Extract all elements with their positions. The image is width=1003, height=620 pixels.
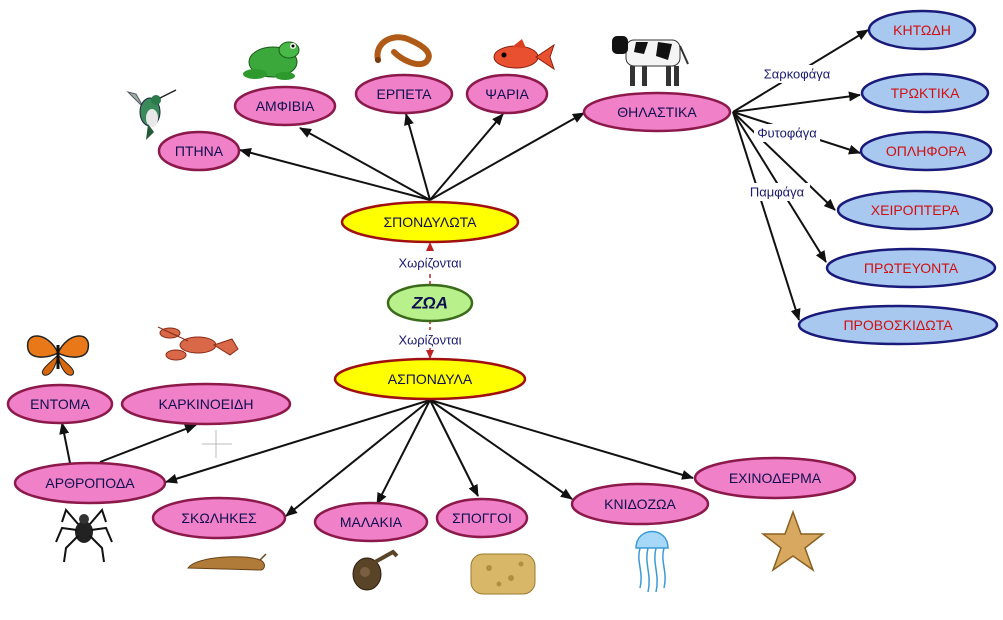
node-spondylota[interactable]: ΣΠΟΝΔΥΛΩΤΑ	[340, 200, 520, 244]
node-erpeta-label: ΕΡΠΕΤΑ	[377, 86, 433, 102]
cross-mark	[202, 430, 232, 458]
node-psaria[interactable]: ΨΑΡΙΑ	[465, 73, 549, 115]
edge-labels: Χωρίζονται Χωρίζονται Σαρκοφάγα Φυτοφάγα…	[392, 65, 834, 348]
node-malakia-label: ΜΑΛΑΚΙΑ	[340, 514, 403, 530]
node-karkinoeidi-label: ΚΑΡΚΙΝΟΕΙΔΗ	[159, 396, 254, 412]
edge-spondylota-amfivia	[299, 127, 431, 201]
edge-spondylota-psaria	[429, 113, 504, 201]
edge-thilastika-xeiroptera	[732, 111, 836, 211]
node-xeiroptera-label: ΧΕΙΡΟΠΤΕΡΑ	[871, 202, 960, 218]
node-ptina-label: ΠΤΗΝΑ	[175, 143, 224, 159]
node-arthropoda-label: ΑΡΘΡΟΠΟΔΑ	[45, 475, 135, 491]
edge-spondylota-erpeta	[404, 113, 431, 201]
node-proteyonta-label: ΠΡΩΤΕΥΟΝΤΑ	[864, 260, 959, 276]
node-proteyonta[interactable]: ΠΡΩΤΕΥΟΝΤΑ	[825, 247, 997, 289]
edge-label-herbivores: Φυτοφάγα	[757, 126, 817, 141]
edge-aspondyla-knidozoa	[429, 399, 573, 500]
node-thilastika[interactable]: ΘΗΛΑΣΤΙΚΑ	[582, 91, 732, 133]
node-arthropoda[interactable]: ΑΡΘΡΟΠΟΔΑ	[13, 461, 167, 505]
node-spongoi-label: ΣΠΟΓΓΟΙ	[452, 510, 512, 526]
node-xeiroptera[interactable]: ΧΕΙΡΟΠΤΕΡΑ	[836, 189, 994, 231]
node-karkinoeidi[interactable]: ΚΑΡΚΙΝΟΕΙΔΗ	[120, 382, 292, 426]
edge-thilastika-troktika	[732, 91, 861, 113]
edge-label-omnivores: Παμφάγα	[750, 185, 805, 200]
node-spondylota-label: ΣΠΟΝΔΥΛΩΤΑ	[383, 214, 477, 230]
node-spongoi[interactable]: ΣΠΟΓΓΟΙ	[435, 497, 529, 539]
edge-aspondyla-spongoi	[429, 399, 479, 497]
edge-spondylota-thilastika	[429, 112, 585, 201]
edge-aspondyla-arthropoda	[165, 399, 431, 484]
node-entoma[interactable]: ΕΝΤΟΜΑ	[6, 383, 114, 425]
node-skolikes-label: ΣΚΩΛΗΚΕΣ	[181, 510, 257, 526]
starfish-icon	[760, 509, 826, 572]
edge-arthropoda-entoma	[59, 422, 71, 464]
node-oplifora[interactable]: ΟΠΛΗΦΟΡΑ	[859, 130, 993, 172]
edge-arthropoda-karkinoeidi	[99, 424, 197, 463]
frog-icon	[243, 41, 300, 80]
edge-spondylota-ptina	[239, 147, 431, 201]
node-proboskidota[interactable]: ΠΡΟΒΟΣΚΙΔΩΤΑ	[797, 304, 999, 346]
node-kitodi[interactable]: ΚΗΤΩΔΗ	[867, 9, 977, 51]
node-skolikes[interactable]: ΣΚΩΛΗΚΕΣ	[151, 496, 287, 540]
fish-icon	[493, 39, 555, 71]
jellyfish-icon	[635, 530, 669, 593]
snake-icon	[374, 34, 432, 68]
node-amfivia-label: ΑΜΦΙΒΙΑ	[256, 98, 315, 114]
node-exinoderma-label: ΕΧΙΝΟΔΕΡΜΑ	[729, 470, 822, 486]
node-proboskidota-label: ΠΡΟΒΟΣΚΙΔΩΤΑ	[843, 317, 953, 333]
node-amfivia[interactable]: ΑΜΦΙΒΙΑ	[233, 85, 337, 127]
slug-icon	[187, 553, 267, 571]
butterfly-icon	[26, 335, 90, 376]
node-zoa[interactable]: ΖΩΑ	[386, 283, 474, 323]
node-exinoderma[interactable]: ΕΧΙΝΟΔΕΡΜΑ	[693, 456, 857, 500]
snail-icon	[352, 549, 399, 591]
cow-icon	[612, 36, 689, 86]
node-ptina[interactable]: ΠΤΗΝΑ	[157, 130, 241, 172]
node-troktika[interactable]: ΤΡΩΚΤΙΚΑ	[860, 72, 990, 114]
node-kitodi-label: ΚΗΤΩΔΗ	[893, 22, 951, 38]
node-zoa-label: ΖΩΑ	[411, 294, 448, 313]
node-oplifora-label: ΟΠΛΗΦΟΡΑ	[886, 143, 967, 159]
edge-aspondyla-skolikes	[285, 399, 431, 517]
node-knidozoa[interactable]: ΚΝΙΔΟΖΩΑ	[570, 482, 710, 526]
edge-aspondyla-malakia	[376, 399, 431, 505]
node-troktika-label: ΤΡΩΚΤΙΚΑ	[891, 85, 960, 101]
hummingbird-icon	[126, 89, 177, 140]
spider-icon	[55, 508, 113, 563]
node-aspondyla-label: ΑΣΠΟΝΔΥΛΑ	[388, 371, 473, 387]
node-knidozoa-label: ΚΝΙΔΟΖΩΑ	[604, 496, 676, 512]
node-entoma-label: ΕΝΤΟΜΑ	[30, 396, 90, 412]
edge-label-split-down: Χωρίζονται	[398, 333, 461, 348]
node-psaria-label: ΨΑΡΙΑ	[485, 86, 529, 102]
sponge-icon	[470, 553, 536, 595]
edge-aspondyla-exinoderma	[429, 399, 694, 480]
nodes: ΖΩΑ ΣΠΟΝΔΥΛΩΤΑ ΑΣΠΟΝΔΥΛΑ ΠΤΗΝΑ ΑΜΦΙΒΙΑ Ε…	[6, 9, 999, 543]
node-erpeta[interactable]: ΕΡΠΕΤΑ	[354, 73, 454, 115]
node-malakia[interactable]: ΜΑΛΑΚΙΑ	[313, 501, 429, 543]
node-thilastika-label: ΘΗΛΑΣΤΙΚΑ	[617, 104, 697, 120]
lobster-icon	[157, 326, 239, 361]
edge-label-carnivores: Σαρκοφάγα	[764, 67, 831, 82]
edge-label-split-up: Χωρίζονται	[398, 256, 461, 271]
node-aspondyla[interactable]: ΑΣΠΟΝΔΥΛΑ	[333, 357, 527, 401]
pictures	[26, 34, 826, 595]
edge-thilastika-proboskidota	[732, 111, 801, 321]
edges	[59, 29, 869, 517]
